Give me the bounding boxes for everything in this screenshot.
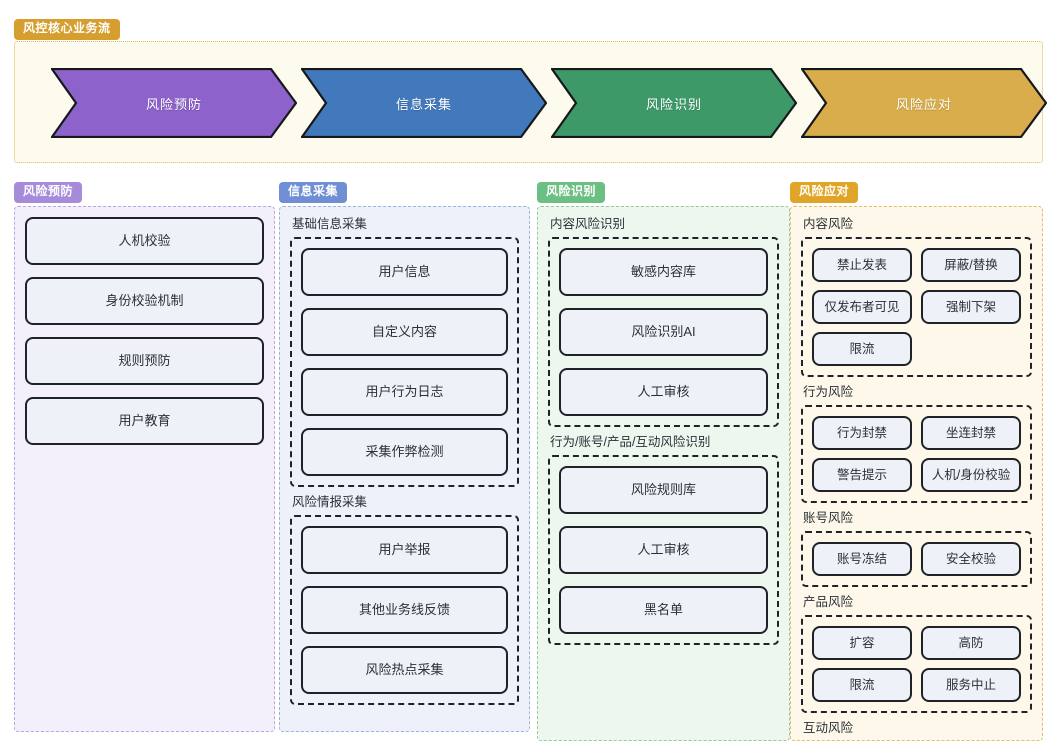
card-item[interactable]: 账号冻结 xyxy=(812,542,912,576)
group-title: 内容风险 xyxy=(803,217,854,231)
group-title: 账号风险 xyxy=(803,511,854,525)
group-title: 产品风险 xyxy=(803,595,854,609)
group-body: 用户信息 自定义内容 用户行为日志 采集作弊检测 xyxy=(290,237,519,487)
card-item[interactable]: 人工审核 xyxy=(559,526,768,574)
column-panel-risk-prevention: 人机校验 身份校验机制 规则预防 用户教育 xyxy=(14,206,275,732)
card-item[interactable]: 人工审核 xyxy=(559,368,768,416)
group-product-risk: 产品风险 扩容 高防 限流 服务中止 xyxy=(801,595,1032,713)
card-item[interactable]: 服务中止 xyxy=(921,668,1021,702)
group-content-risk-identification: 内容风险识别 敏感内容库 风险识别AI 人工审核 xyxy=(548,217,779,427)
column-badge-info-collection: 信息采集 xyxy=(279,182,348,203)
card-item[interactable]: 规则预防 xyxy=(25,337,264,385)
group-title: 行为/账号/产品/互动风险识别 xyxy=(550,435,711,449)
chevron-shape-icon xyxy=(801,68,1047,138)
column-info-collection: 信息采集 基础信息采集 用户信息 自定义内容 用户行为日志 采集作弊检测 风险情… xyxy=(279,182,530,732)
card-item[interactable]: 身份校验机制 xyxy=(25,277,264,325)
flow-stage-4[interactable]: 风险应对 xyxy=(801,68,1047,138)
group-risk-intel-collection: 风险情报采集 用户举报 其他业务线反馈 风险热点采集 xyxy=(290,495,519,705)
column-risk-response: 风险应对 内容风险 禁止发表 屏蔽/替换 仅发布者可见 强制下架 限流 行为风险 xyxy=(790,182,1043,741)
card-item[interactable]: 强制下架 xyxy=(921,290,1021,324)
card-item[interactable]: 仅发布者可见 xyxy=(812,290,912,324)
card-item[interactable]: 用户行为日志 xyxy=(301,368,508,416)
flow-stage-label: 风险应对 xyxy=(895,96,952,112)
card-grid: 行为封禁 坐连封禁 警告提示 人机/身份校验 xyxy=(812,416,1021,501)
group-title: 基础信息采集 xyxy=(292,217,368,231)
group-body: 账号冻结 安全校验 xyxy=(801,531,1032,587)
card-item[interactable]: 扩容 xyxy=(812,626,912,660)
column-panel-risk-response: 内容风险 禁止发表 屏蔽/替换 仅发布者可见 强制下架 限流 行为风险 行为封禁 xyxy=(790,206,1043,741)
column-panel-risk-identification: 内容风险识别 敏感内容库 风险识别AI 人工审核 行为/账号/产品/互动风险识别… xyxy=(537,206,790,741)
group-title: 行为风险 xyxy=(803,385,854,399)
flow-stage-2[interactable]: 信息采集 xyxy=(301,68,547,138)
card-item[interactable]: 用户信息 xyxy=(301,248,508,296)
card-item[interactable]: 禁止发表 xyxy=(812,248,912,282)
card-item[interactable]: 敏感内容库 xyxy=(559,248,768,296)
group-interaction-risk: 互动风险 平台中立机构 国家相关机构 xyxy=(801,721,1032,741)
group-title: 内容风险识别 xyxy=(550,217,626,231)
group-body: 敏感内容库 风险识别AI 人工审核 xyxy=(548,237,779,427)
card-item[interactable]: 安全校验 xyxy=(921,542,1021,576)
group-basic-info-collection: 基础信息采集 用户信息 自定义内容 用户行为日志 采集作弊检测 xyxy=(290,217,519,487)
card-item[interactable]: 人机校验 xyxy=(25,217,264,265)
card-item[interactable]: 高防 xyxy=(921,626,1021,660)
column-badge-risk-prevention: 风险预防 xyxy=(14,182,83,203)
flow-stage-label: 信息采集 xyxy=(395,96,452,112)
card-item[interactable]: 风险规则库 xyxy=(559,466,768,514)
group-content-risk: 内容风险 禁止发表 屏蔽/替换 仅发布者可见 强制下架 限流 xyxy=(801,217,1032,377)
column-panel-info-collection: 基础信息采集 用户信息 自定义内容 用户行为日志 采集作弊检测 风险情报采集 用… xyxy=(279,206,530,732)
flow-stage-list: 风险预防 信息采集 风险识别 风险应对 xyxy=(51,68,1051,138)
group-body: 行为封禁 坐连封禁 警告提示 人机/身份校验 xyxy=(801,405,1032,503)
card-item[interactable]: 屏蔽/替换 xyxy=(921,248,1021,282)
card-item[interactable]: 风险识别AI xyxy=(559,308,768,356)
chevron-shape-icon xyxy=(551,68,797,138)
group-body: 禁止发表 屏蔽/替换 仅发布者可见 强制下架 限流 xyxy=(801,237,1032,377)
card-item[interactable]: 人机/身份校验 xyxy=(921,458,1021,492)
card-item[interactable]: 用户教育 xyxy=(25,397,264,445)
card-item[interactable]: 限流 xyxy=(812,668,912,702)
card-item[interactable]: 采集作弊检测 xyxy=(301,428,508,476)
group-body: 风险规则库 人工审核 黑名单 xyxy=(548,455,779,645)
card-grid: 扩容 高防 限流 服务中止 xyxy=(812,626,1021,711)
group-account-risk: 账号风险 账号冻结 安全校验 xyxy=(801,511,1032,587)
flow-stage-label: 风险识别 xyxy=(645,96,702,112)
card-item[interactable]: 其他业务线反馈 xyxy=(301,586,508,634)
card-item[interactable]: 黑名单 xyxy=(559,586,768,634)
card-item[interactable]: 风险热点采集 xyxy=(301,646,508,694)
flow-title-badge: 风控核心业务流 xyxy=(14,19,120,40)
column-risk-identification: 风险识别 内容风险识别 敏感内容库 风险识别AI 人工审核 行为/账号/产品/互… xyxy=(537,182,790,741)
flow-stage-label: 风险预防 xyxy=(145,96,202,112)
card-item[interactable]: 行为封禁 xyxy=(812,416,912,450)
flow-stage-1[interactable]: 风险预防 xyxy=(51,68,297,138)
flow-stage-3[interactable]: 风险识别 xyxy=(551,68,797,138)
group-behavior-risk: 行为风险 行为封禁 坐连封禁 警告提示 人机/身份校验 xyxy=(801,385,1032,503)
card-item[interactable]: 警告提示 xyxy=(812,458,912,492)
flow-title-badge-wrapper: 风控核心业务流 xyxy=(14,19,120,40)
flow-strip-container: 风险预防 信息采集 风险识别 风险应对 xyxy=(14,41,1047,163)
card-item[interactable]: 坐连封禁 xyxy=(921,416,1021,450)
column-badge-risk-identification: 风险识别 xyxy=(537,182,606,203)
column-badge-risk-response: 风险应对 xyxy=(790,182,859,203)
card-grid: 禁止发表 屏蔽/替换 仅发布者可见 强制下架 限流 xyxy=(812,248,1021,375)
card-item[interactable]: 限流 xyxy=(812,332,912,366)
group-title: 风险情报采集 xyxy=(292,495,368,509)
group-body: 用户举报 其他业务线反馈 风险热点采集 xyxy=(290,515,519,705)
card-item[interactable]: 用户举报 xyxy=(301,526,508,574)
column-risk-prevention: 风险预防 人机校验 身份校验机制 规则预防 用户教育 xyxy=(14,182,275,732)
card-grid: 账号冻结 安全校验 xyxy=(812,542,1021,585)
chevron-shape-icon xyxy=(51,68,297,138)
group-title: 互动风险 xyxy=(803,721,854,735)
chevron-shape-icon xyxy=(301,68,547,138)
group-body: 扩容 高防 限流 服务中止 xyxy=(801,615,1032,713)
group-behavior-account-product-interaction-risk: 行为/账号/产品/互动风险识别 风险规则库 人工审核 黑名单 xyxy=(548,435,779,645)
card-item[interactable]: 自定义内容 xyxy=(301,308,508,356)
